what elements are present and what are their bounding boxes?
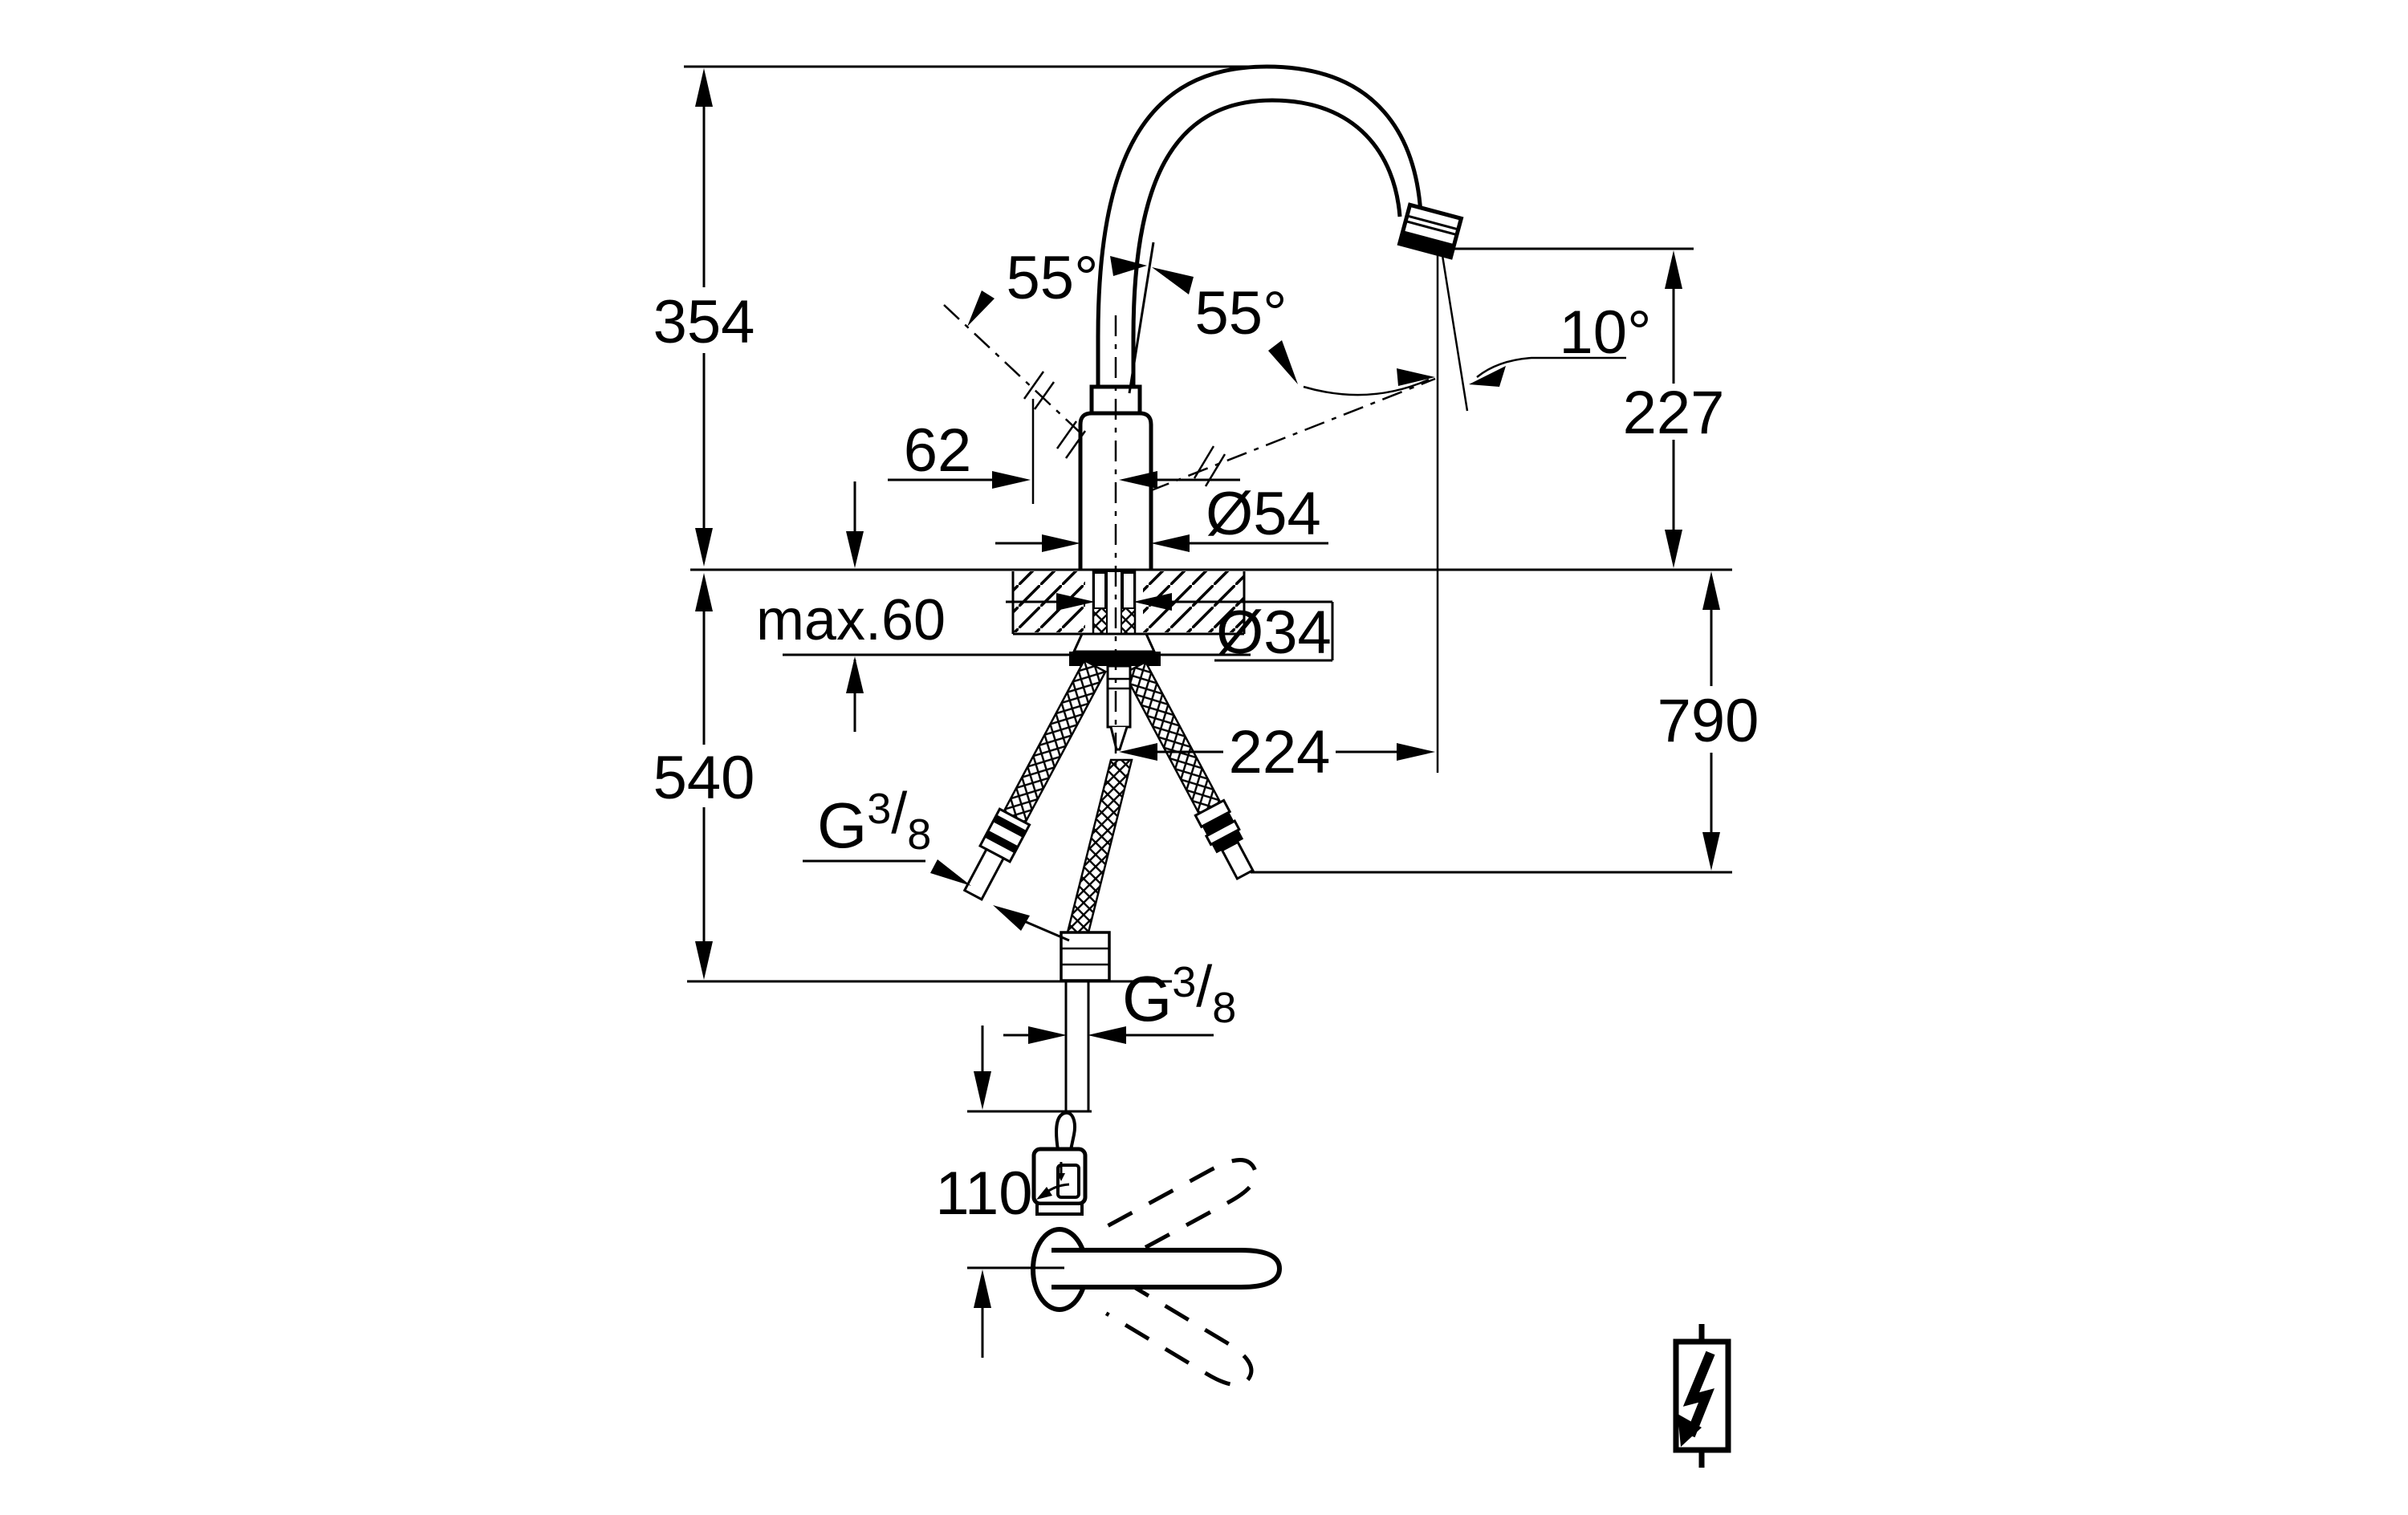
handle-swing-dashed-down <box>1104 1280 1254 1387</box>
lightning-bolt-icon <box>1673 1324 1731 1468</box>
dim-790: 790 <box>1251 571 1759 874</box>
dim-dia54: Ø54 <box>995 480 1328 552</box>
dim-62: 62 <box>888 399 1240 504</box>
angle-10: 10° <box>1436 250 1652 773</box>
thread-lower-label: G3/8 <box>1122 955 1236 1034</box>
thread-callout-lower: G3/8 <box>1003 955 1236 1044</box>
mounting-washer <box>1072 632 1157 653</box>
dim-227-label: 227 <box>1623 379 1725 447</box>
dim-110-label: 110 <box>935 1160 1032 1228</box>
supply-hose-right <box>1123 660 1255 881</box>
spout-stub <box>1055 1111 1076 1151</box>
supply-hose-left <box>962 659 1107 901</box>
angle-55-left: 55° <box>967 244 1147 327</box>
angle-55-left-label: 55° <box>1007 244 1099 312</box>
dim-dia34: Ø34 <box>1006 593 1334 667</box>
dim-540-label: 540 <box>653 744 755 812</box>
angle-55-right: 55° <box>1152 267 1435 396</box>
dim-dia34-label: Ø34 <box>1216 599 1332 667</box>
dim-227: 227 <box>1454 247 1725 568</box>
handle-lever-line <box>1128 242 1155 394</box>
swivel-range-lines <box>943 304 1436 493</box>
dim-max60: max.60 <box>756 481 1251 732</box>
handle-swing-dashed-up <box>1107 1158 1258 1261</box>
angle-55-right-label: 55° <box>1195 279 1287 347</box>
dim-dia54-label: Ø54 <box>1206 480 1321 548</box>
dim-354: 354 <box>653 65 1255 567</box>
mounting-shank <box>1069 570 1161 666</box>
aerator-tip <box>1399 230 1454 258</box>
faucet-spout-outline <box>1096 64 1464 387</box>
thread-callout-upper: G3/8 <box>803 782 1070 942</box>
dim-540: 540 <box>653 573 1172 983</box>
top-view <box>1031 1111 1283 1387</box>
thread-upper-label: G3/8 <box>817 782 931 861</box>
dim-max60-label: max.60 <box>756 588 946 652</box>
dim-224: 224 <box>1119 718 1435 786</box>
dim-354-label: 354 <box>653 288 755 356</box>
dim-790-label: 790 <box>1658 687 1759 755</box>
dim-224-label: 224 <box>1229 718 1331 786</box>
angle-10-label: 10° <box>1560 299 1652 367</box>
hose-thread-end <box>1064 979 1090 1113</box>
dim-110: 110 <box>935 1026 1092 1358</box>
dim-62-label: 62 <box>904 416 972 485</box>
handle-lever <box>1051 1248 1283 1290</box>
